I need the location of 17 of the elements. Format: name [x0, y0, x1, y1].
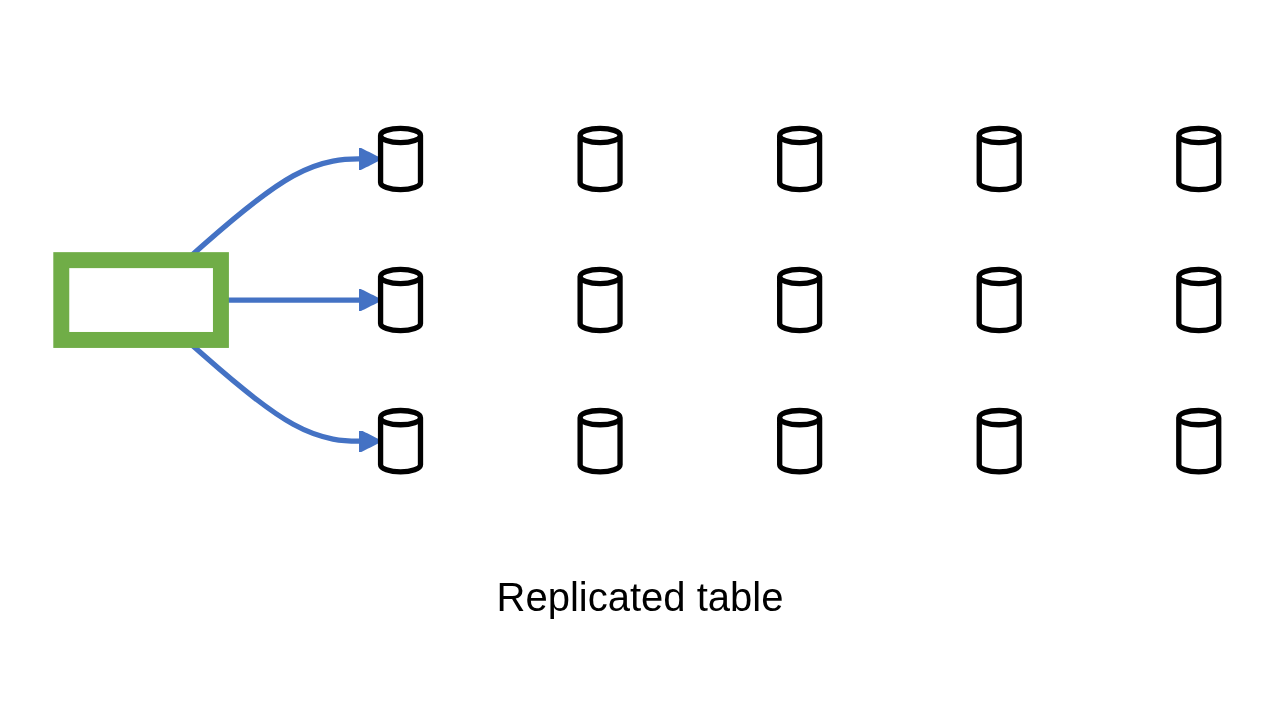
- node-cylinder: [976, 407, 1022, 475]
- node-cylinder: [577, 266, 623, 334]
- node-cylinder: [377, 407, 424, 475]
- node-picture: [53, 252, 229, 348]
- node-cylinder: [777, 125, 823, 193]
- node-cylinder: [1176, 266, 1222, 334]
- node-cylinder: [777, 407, 823, 475]
- node-cylinder: [377, 266, 424, 334]
- node-cylinder: [577, 407, 623, 475]
- node-cylinder: [1176, 407, 1222, 475]
- node-cylinder: [777, 266, 823, 334]
- caption: Replicated table: [496, 575, 784, 620]
- node-cylinder: [976, 125, 1022, 193]
- node-cylinder: [577, 125, 623, 193]
- node-cylinder: [976, 266, 1022, 334]
- node-cylinder: [377, 125, 424, 193]
- node-cylinder: [1176, 125, 1222, 193]
